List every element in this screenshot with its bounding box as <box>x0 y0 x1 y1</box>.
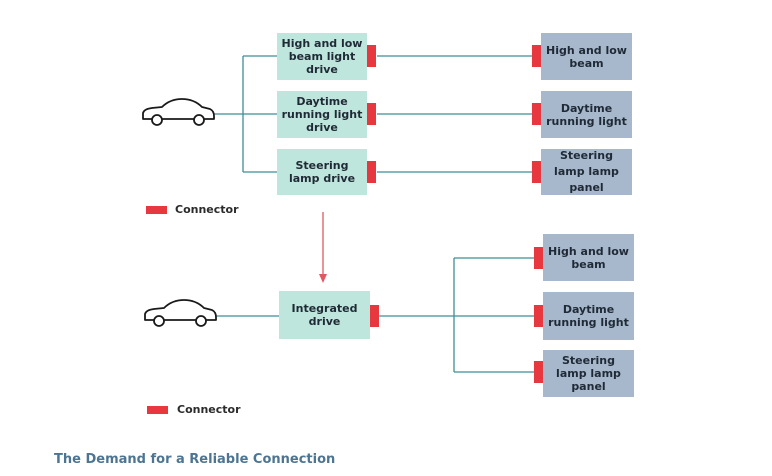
connector-mark <box>367 103 376 125</box>
connector-mark <box>534 305 543 327</box>
lamp-box-daytime-running: Daytime running light <box>543 292 634 340</box>
connector-mark <box>370 305 379 327</box>
legend-label: Connector <box>175 203 239 216</box>
car-icon <box>142 98 215 126</box>
connector-mark <box>532 161 541 183</box>
connector-mark <box>534 247 543 269</box>
lamp-box-steering: Steering lamp lamp panel <box>543 350 634 397</box>
arrow-down-icon <box>319 212 327 283</box>
car-icon <box>144 299 217 327</box>
legend-connector-swatch <box>147 406 168 414</box>
legend-connector-swatch <box>146 206 167 214</box>
drive-box-integrated: Integrated drive <box>279 291 370 339</box>
lamp-box-steering: Steering lamp lamp panel <box>541 149 632 195</box>
drive-box-high-low-beam: High and low beam light drive <box>277 33 367 80</box>
drive-box-daytime-running: Daytime running light drive <box>277 91 367 138</box>
lamp-box-high-low-beam: High and low beam <box>541 33 632 80</box>
drive-box-steering: Steering lamp drive <box>277 149 367 195</box>
figure-caption: The Demand for a Reliable Connection <box>54 452 336 467</box>
connector-mark <box>532 103 541 125</box>
connector-mark <box>534 361 543 383</box>
lamp-box-daytime-running: Daytime running light <box>541 91 632 138</box>
connector-mark <box>367 161 376 183</box>
connector-mark <box>532 45 541 67</box>
lamp-box-high-low-beam: High and low beam <box>543 234 634 281</box>
connector-mark <box>367 45 376 67</box>
legend-label: Connector <box>177 403 241 416</box>
